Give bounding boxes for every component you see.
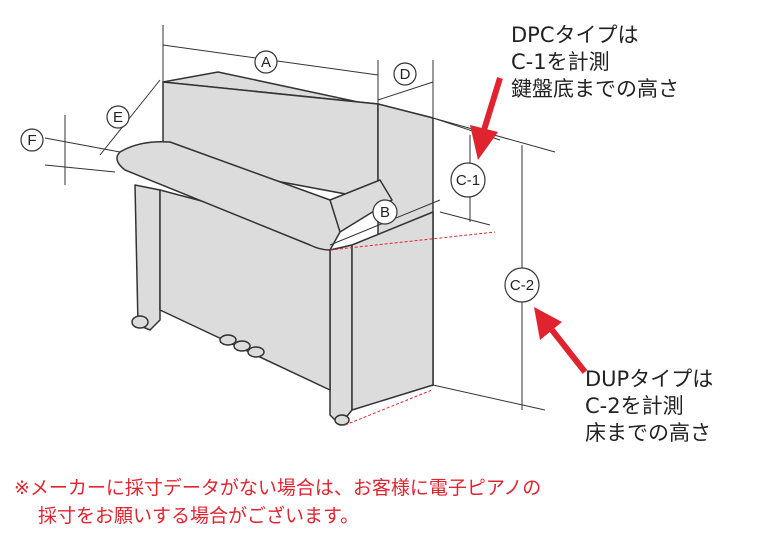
label-a: A	[261, 54, 271, 71]
piano-left-leg	[134, 184, 161, 331]
dup-note-line: DUPタイプは	[585, 367, 714, 391]
piano-keyboard-end	[329, 179, 393, 233]
dpc-note: DPCタイプは C-1を計測 鍵盤底までの高さ	[511, 22, 679, 103]
label-c1: C-1	[456, 172, 480, 189]
label-e: E	[113, 109, 123, 126]
dup-note-line: 床までの高さ	[585, 421, 711, 445]
label-c2: C-2	[510, 277, 534, 294]
piano-right-leg	[329, 244, 353, 426]
piano-keyboard-lid	[116, 140, 342, 251]
dup-note: DUPタイプは C-2を計測 床までの高さ	[585, 366, 713, 447]
dpc-arrow	[481, 77, 503, 131]
label-b: B	[380, 204, 390, 221]
piano-side-lower	[351, 211, 434, 411]
footnote-line: 採寸をお願いする場合がございます。	[38, 505, 360, 527]
dup-note-line: C-2を計測	[585, 394, 684, 418]
dpc-note-line: DPCタイプは	[511, 23, 639, 47]
footnote-line: ※メーカーに採寸データがない場合は、お客様に電子ピアノの	[14, 477, 542, 499]
label-d: D	[400, 66, 411, 83]
footnote: ※メーカーに採寸データがない場合は、お客様に電子ピアノの 採寸をお願いする場合が…	[14, 474, 541, 530]
label-f: F	[27, 132, 36, 149]
dpc-note-line: 鍵盤底までの高さ	[511, 77, 679, 101]
dpc-note-line: C-1を計測	[511, 50, 610, 74]
dup-arrow	[549, 328, 588, 374]
